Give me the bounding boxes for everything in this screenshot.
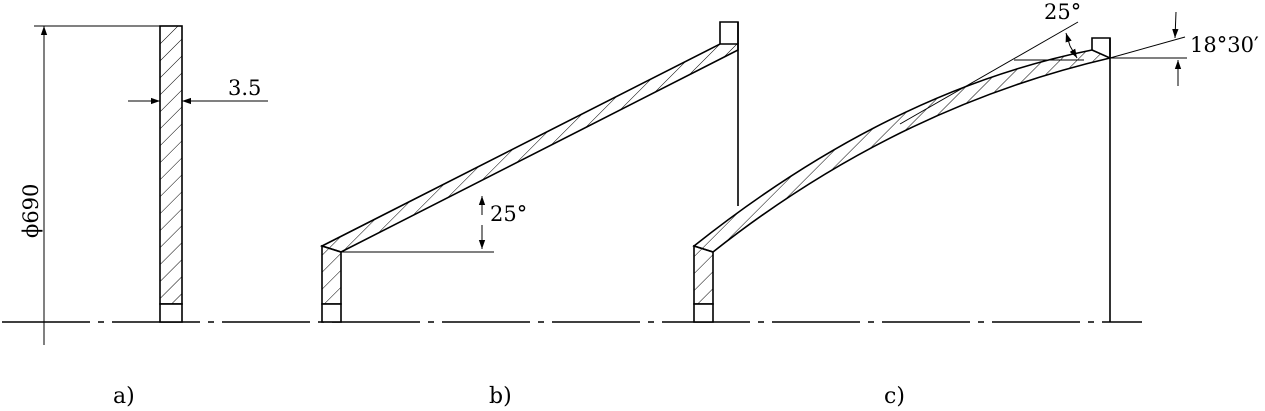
cone-angle-b-dimension: 25° — [341, 196, 527, 253]
panel-c-curved-disc — [692, 37, 1113, 323]
panel-a-flat-disc — [159, 25, 183, 323]
panel-label-c: c) — [884, 384, 905, 409]
cone-angle-c-dimension: 25° — [899, 0, 1084, 125]
edge-angle-c-label: 18°30′ — [1190, 33, 1259, 57]
panel-label-b: b) — [489, 384, 512, 409]
thickness-dimension: 3.5 — [128, 76, 268, 105]
diameter-label: ϕ690 — [19, 184, 43, 238]
cone-angle-b-label: 25° — [490, 202, 527, 226]
panel-label-a: a) — [113, 384, 135, 409]
edge-angle-c-dimension: 18°30′ — [1109, 11, 1259, 86]
thickness-label: 3.5 — [228, 76, 261, 100]
cone-angle-c-label: 25° — [1044, 0, 1081, 24]
panel-b-conical-disc — [319, 21, 739, 323]
diameter-dimension: ϕ690 — [19, 25, 160, 345]
